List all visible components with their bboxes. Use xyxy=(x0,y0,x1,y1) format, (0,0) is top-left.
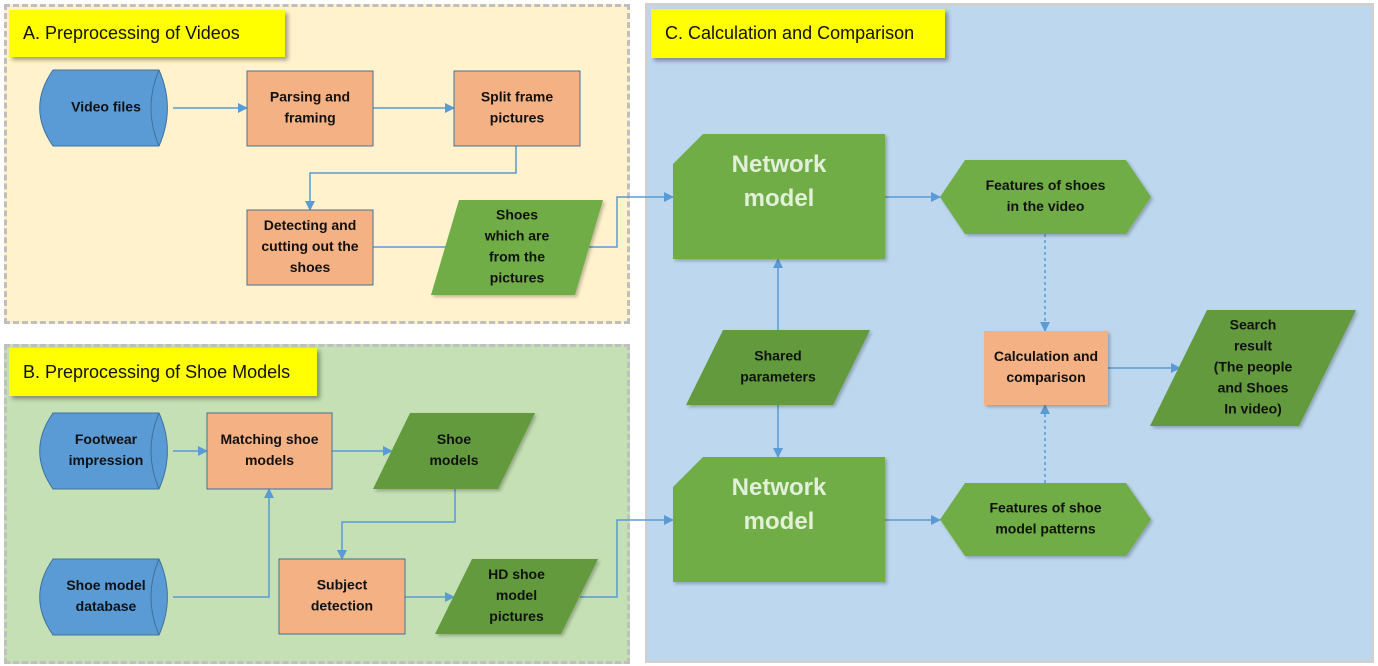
node-footwear: Footwear impression xyxy=(39,412,168,490)
database-cylinder xyxy=(39,412,168,490)
process-box xyxy=(278,558,406,635)
node-label: Shoes xyxy=(496,207,538,223)
node-label: HD shoe xyxy=(488,566,545,582)
node-label: from the xyxy=(489,249,545,265)
node-label: Parsing and xyxy=(270,89,350,105)
network-box xyxy=(673,457,885,582)
data-parallelogram xyxy=(1150,310,1356,426)
node-video-files: Video files xyxy=(39,69,168,147)
process-box xyxy=(206,412,333,490)
node-label: Features of shoes xyxy=(986,177,1106,193)
node-label: model xyxy=(496,587,537,603)
node-shared: Shared parameters xyxy=(686,330,870,405)
node-shoe-db: Shoe model database xyxy=(39,558,168,636)
network-box xyxy=(673,134,885,259)
node-features-model: Features of shoe model patterns xyxy=(940,483,1151,556)
node-label: Shared xyxy=(754,348,801,364)
node-label: models xyxy=(245,452,294,468)
arrow-shoes-pictures-to-network1 xyxy=(578,192,674,248)
process-box xyxy=(246,209,374,286)
node-label: result xyxy=(1234,338,1272,354)
cylinder-edge xyxy=(150,558,160,636)
panel-c-title: C. Calculation and Comparison xyxy=(651,9,945,58)
node-network2: Network model xyxy=(673,457,885,582)
process-box xyxy=(246,70,374,147)
data-parallelogram xyxy=(435,559,598,634)
node-label: model xyxy=(744,508,815,535)
node-subject: Subject detection xyxy=(278,558,406,635)
arrow-hd-shoe-to-network2 xyxy=(580,515,674,598)
node-label: Features of shoe xyxy=(989,500,1101,516)
node-label: Video files xyxy=(71,99,141,115)
node-label: Subject xyxy=(317,577,368,593)
node-label: Detecting and xyxy=(264,217,357,233)
node-label: framing xyxy=(284,110,335,126)
node-split: Split frame pictures xyxy=(453,70,581,147)
node-search: Search result (The people and Shoes In video… xyxy=(1150,310,1356,426)
process-box xyxy=(984,331,1108,405)
node-label: pictures xyxy=(490,110,545,126)
node-label: model patterns xyxy=(995,521,1096,537)
cylinder-edge xyxy=(150,69,160,147)
node-features-video: Features of shoes in the video xyxy=(940,160,1151,234)
arrow-shoe-models-to-subject xyxy=(337,489,456,560)
feature-hexagon xyxy=(940,483,1151,556)
node-detecting: Detecting and cutting out the shoes xyxy=(246,209,374,286)
node-label: impression xyxy=(69,452,144,468)
feature-hexagon xyxy=(940,160,1151,234)
node-label: pictures xyxy=(490,270,545,286)
node-label: and Shoes xyxy=(1218,380,1289,396)
node-label: (The people xyxy=(1214,359,1293,375)
node-label: Network xyxy=(732,474,827,501)
node-hd-shoe: HD shoe model pictures xyxy=(435,559,598,634)
node-label: Matching shoe xyxy=(220,431,318,447)
node-label: database xyxy=(76,598,137,614)
node-label: cutting out the xyxy=(261,238,358,254)
database-cylinder xyxy=(39,558,168,636)
nodes-layer: Video files Parsing and framing Split frame… xyxy=(39,69,1356,636)
node-label: pictures xyxy=(489,608,544,624)
panel-b-title: B. Preprocessing of Shoe Models xyxy=(9,348,317,396)
data-parallelogram xyxy=(431,200,603,295)
node-parsing: Parsing and framing xyxy=(246,70,374,147)
panel-a-title: A. Preprocessing of Videos xyxy=(9,10,285,57)
node-label: Shoe model xyxy=(66,577,145,593)
cylinder-edge xyxy=(150,412,160,490)
node-label: Split frame xyxy=(481,89,554,105)
node-label: model xyxy=(744,185,815,212)
node-shoes-pictures: Shoes which are from the pictures xyxy=(431,200,603,295)
data-parallelogram xyxy=(373,413,535,489)
node-label: comparison xyxy=(1006,369,1085,385)
arrow-split-to-detecting xyxy=(305,146,517,211)
node-label: Network xyxy=(732,151,827,178)
database-cylinder xyxy=(39,69,168,147)
data-parallelogram xyxy=(686,330,870,405)
node-label: Calculation and xyxy=(994,348,1098,364)
node-label: Footwear xyxy=(75,431,138,447)
node-label: Search xyxy=(1230,317,1277,333)
node-network1: Network model xyxy=(673,134,885,259)
node-label: models xyxy=(429,452,478,468)
node-label: Shoe xyxy=(437,431,471,447)
node-label: which are xyxy=(484,228,550,244)
node-shoe-models: Shoe models xyxy=(373,413,535,489)
edges-layer xyxy=(173,103,1181,602)
node-matching: Matching shoe models xyxy=(206,412,333,490)
arrow-shoe-db-to-matching xyxy=(173,488,274,598)
node-label: detection xyxy=(311,598,373,614)
node-label: In video) xyxy=(1224,401,1282,417)
node-label: shoes xyxy=(290,259,331,275)
node-label: in the video xyxy=(1007,198,1085,214)
node-label: parameters xyxy=(740,369,816,385)
process-box xyxy=(453,70,581,147)
node-calc: Calculation and comparison xyxy=(984,331,1108,405)
